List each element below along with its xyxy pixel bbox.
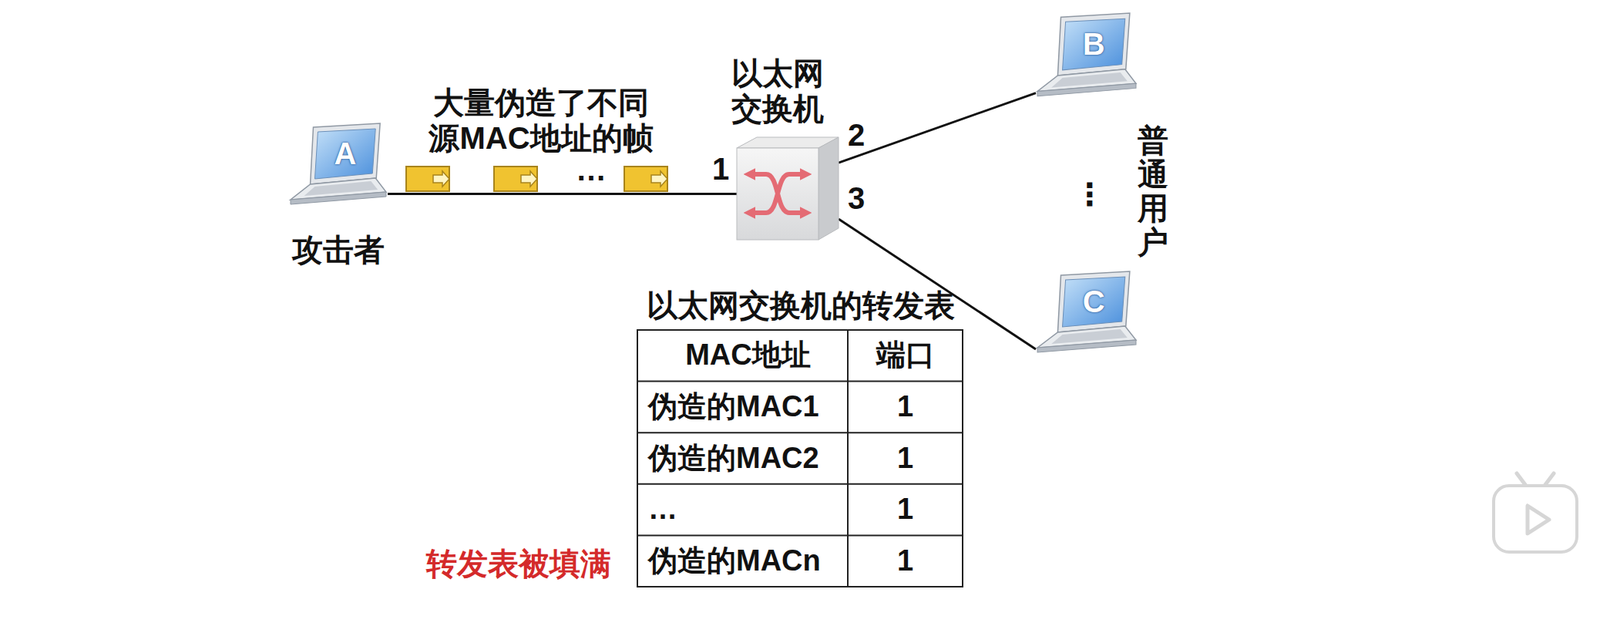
table-grid	[637, 329, 963, 587]
frame-arrow	[521, 171, 538, 187]
player-icon	[1493, 473, 1577, 552]
laptop-screen	[314, 128, 376, 179]
switch-arrow	[750, 174, 805, 213]
host-letter: C	[1082, 283, 1106, 320]
laptop-edge	[1037, 339, 1137, 353]
laptop-edge	[290, 191, 387, 205]
table-line	[637, 380, 963, 383]
host-letter: B	[1082, 26, 1106, 62]
table-line	[637, 431, 963, 434]
icon-body	[1493, 485, 1577, 552]
frame-arrow	[433, 171, 450, 187]
icon-play	[1527, 505, 1550, 534]
group-label: 普通用户	[1137, 123, 1169, 259]
node-label: 以太网 交换机	[723, 55, 832, 127]
table-line	[637, 483, 963, 485]
switch-arrow	[750, 174, 805, 213]
table-cell: 1	[847, 381, 963, 434]
laptop-screen	[1062, 276, 1126, 327]
table-border	[637, 329, 963, 587]
switch-front	[736, 147, 819, 240]
note: 转发表被填满	[416, 545, 621, 582]
ellipsis: ⋮	[1074, 174, 1106, 215]
table-line	[637, 534, 963, 536]
table-cell: 端口	[847, 329, 963, 382]
table-cell: 伪造的MAC1	[637, 381, 848, 434]
table-cell: 伪造的MAC2	[637, 432, 848, 485]
user-laptop: C	[1035, 270, 1138, 364]
icon-ear	[1516, 473, 1527, 486]
table-line	[847, 329, 849, 587]
table-cell: …	[637, 484, 848, 536]
laptop-bezel	[310, 123, 381, 185]
ethernet-switch: 以太网 交换机	[736, 135, 839, 240]
port-number: 3	[844, 181, 868, 215]
laptop-bezel	[1057, 13, 1130, 76]
icon-ear	[1544, 473, 1554, 486]
table-title: 以太网交换机的转发表	[623, 286, 979, 324]
frame-box	[494, 166, 538, 192]
port-number: 2	[844, 118, 868, 152]
attacker-laptop: A攻击者	[289, 122, 388, 216]
node-icon	[736, 135, 839, 240]
node-label: 攻击者	[292, 231, 385, 268]
host-letter: A	[334, 135, 357, 172]
link-line	[838, 93, 1036, 164]
switch-side	[818, 137, 839, 240]
table-cell: 伪造的MACn	[637, 534, 848, 587]
ellipsis: …	[574, 154, 609, 185]
user-laptop: B	[1035, 12, 1138, 108]
laptop-screen	[1062, 18, 1126, 71]
table-cell: 1	[847, 432, 963, 485]
table-cell: MAC地址	[637, 329, 848, 382]
link-line	[387, 192, 737, 195]
frame-group	[406, 166, 668, 192]
frame-caption: 大量伪造了不同 源MAC地址的帧	[417, 81, 665, 159]
frame-box	[624, 166, 668, 192]
laptop-bezel	[1057, 271, 1130, 333]
laptop-edge	[1037, 83, 1137, 96]
table-cell: 1	[847, 534, 963, 587]
table-cell: 1	[847, 484, 963, 536]
frame-arrow	[651, 171, 668, 187]
frame-box	[406, 166, 450, 192]
port-number: 1	[709, 152, 733, 185]
